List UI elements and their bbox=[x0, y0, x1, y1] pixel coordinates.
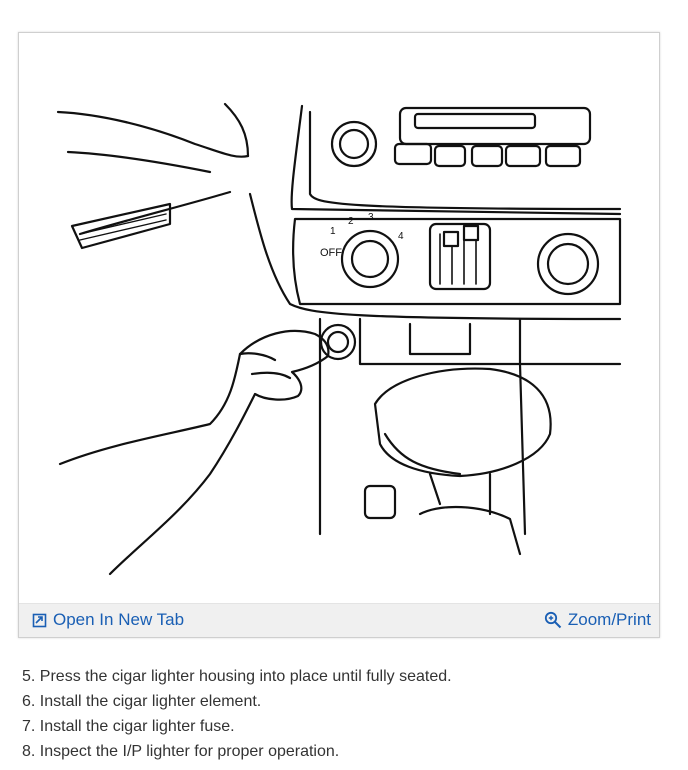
fan-off-label: OFF bbox=[320, 247, 342, 259]
instruction-steps: 5. Press the cigar lighter housing into … bbox=[22, 664, 452, 764]
figure-toolbar: Open In New Tab Zoom/Print bbox=[19, 603, 659, 637]
zoom-print-label: Zoom/Print bbox=[567, 610, 651, 629]
cigar-lighter-diagram: OFF 1 2 3 4 bbox=[56, 102, 622, 576]
fan-4-label: 4 bbox=[398, 231, 404, 242]
step-item: 5. Press the cigar lighter housing into … bbox=[22, 668, 452, 685]
open-in-new-tab-label: Open In New Tab bbox=[53, 610, 185, 629]
fan-1-label: 1 bbox=[330, 226, 336, 237]
fan-3-label: 3 bbox=[368, 212, 374, 223]
zoom-print-link[interactable]: Zoom/Print bbox=[544, 610, 651, 630]
open-in-new-tab-link[interactable]: Open In New Tab bbox=[32, 610, 184, 630]
zoom-magnifier-icon bbox=[544, 611, 562, 629]
step-item: 6. Install the cigar lighter element. bbox=[22, 693, 262, 710]
figure-card: OFF 1 2 3 4 Open In New Tab Zoom/Print bbox=[18, 32, 660, 638]
fan-2-label: 2 bbox=[348, 216, 354, 227]
step-item: 8. Inspect the I/P lighter for proper op… bbox=[22, 743, 340, 760]
step-item: 7. Install the cigar lighter fuse. bbox=[22, 718, 235, 735]
open-in-new-tab-icon bbox=[32, 613, 47, 627]
